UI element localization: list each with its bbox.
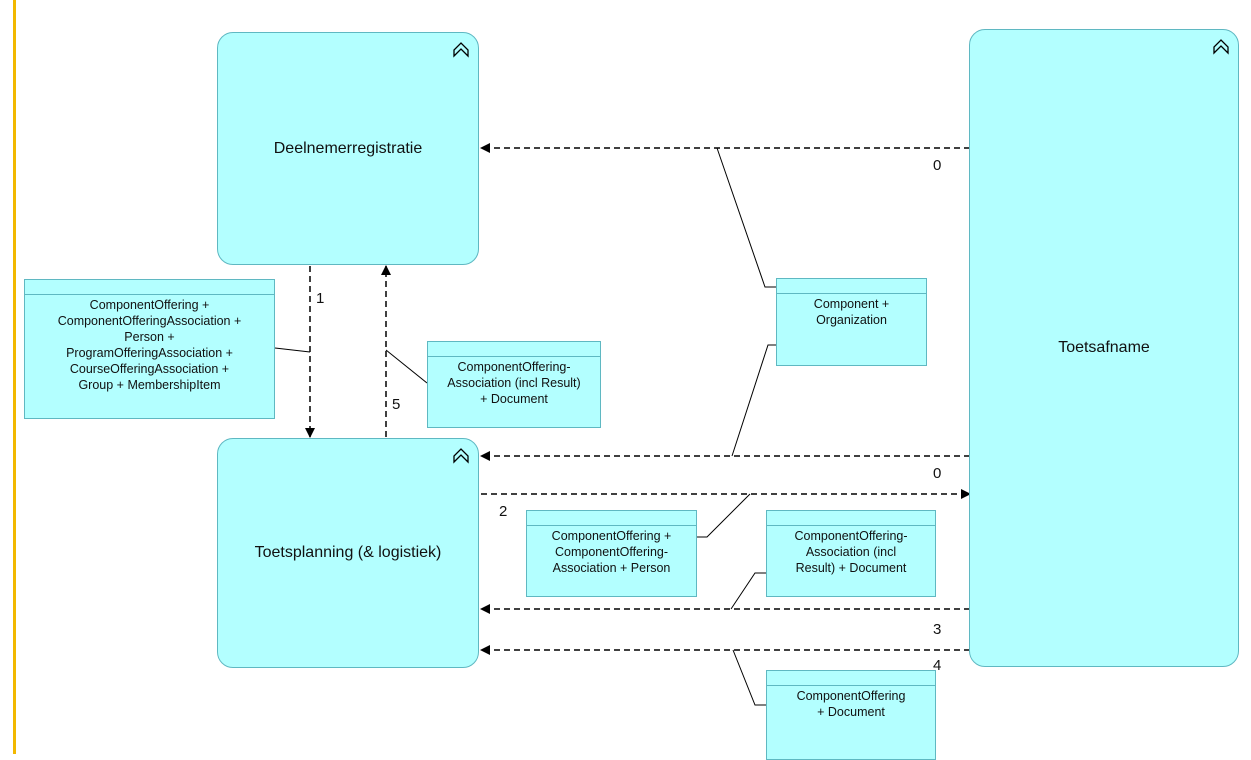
node-label: Toetsplanning (& logistiek) [254, 544, 442, 561]
left-accent-bar [13, 0, 16, 754]
node-label: Deelnemerregistratie [273, 139, 423, 157]
note-text: ComponentOffering + Document [796, 689, 906, 719]
flow-number-0-top: 0 [933, 157, 942, 174]
note-header-band [527, 511, 696, 526]
note-text: ComponentOffering + ComponentOffering- A… [551, 529, 672, 575]
note-component-organization[interactable]: Component + Organization [776, 278, 927, 366]
note-link-flow3 [730, 572, 766, 610]
application-component-chevron-icon [453, 42, 469, 58]
note-flow5-payload[interactable]: ComponentOffering- Association (incl Res… [427, 341, 601, 428]
note-header-band [428, 342, 600, 357]
flow-number-4: 4 [933, 657, 942, 674]
note-flow2-payload[interactable]: ComponentOffering + ComponentOffering- A… [526, 510, 697, 597]
note-link-flow1 [274, 347, 311, 353]
note-flow4-payload[interactable]: ComponentOffering + Document [766, 670, 936, 760]
toetsplanning-node[interactable]: Toetsplanning (& logistiek) [217, 438, 479, 668]
note-link-flow5 [385, 349, 428, 384]
note-text: ComponentOffering + ComponentOfferingAss… [57, 298, 242, 392]
node-label: Toetsafname [1058, 339, 1150, 356]
note-header-band [777, 279, 926, 294]
note-text: ComponentOffering- Association (incl Res… [794, 529, 908, 575]
note-link-flow4 [732, 649, 766, 706]
note-text: ComponentOffering- Association (incl Res… [447, 360, 581, 406]
note-header-band [25, 280, 274, 295]
note-text: Component + Organization [813, 297, 890, 327]
note-header-band [767, 671, 935, 686]
deelnemerregistratie-node[interactable]: Deelnemerregistratie [217, 32, 479, 265]
toetsafname-node[interactable]: Toetsafname [969, 29, 1239, 667]
flow-number-1: 1 [316, 290, 325, 307]
flow-number-5: 5 [392, 396, 401, 413]
note-link-flow2 [697, 493, 751, 538]
note-link-component-organization-bottom [731, 344, 776, 457]
application-component-chevron-icon [453, 448, 469, 464]
note-flow1-payload[interactable]: ComponentOffering + ComponentOfferingAss… [24, 279, 275, 419]
note-flow3-payload[interactable]: ComponentOffering- Association (incl Res… [766, 510, 936, 597]
flow-number-2: 2 [499, 503, 508, 520]
application-component-chevron-icon [1213, 39, 1229, 55]
flow-number-0-mid: 0 [933, 465, 942, 482]
note-link-component-organization-top [716, 147, 776, 288]
flow-number-3: 3 [933, 621, 942, 638]
note-header-band [767, 511, 935, 526]
